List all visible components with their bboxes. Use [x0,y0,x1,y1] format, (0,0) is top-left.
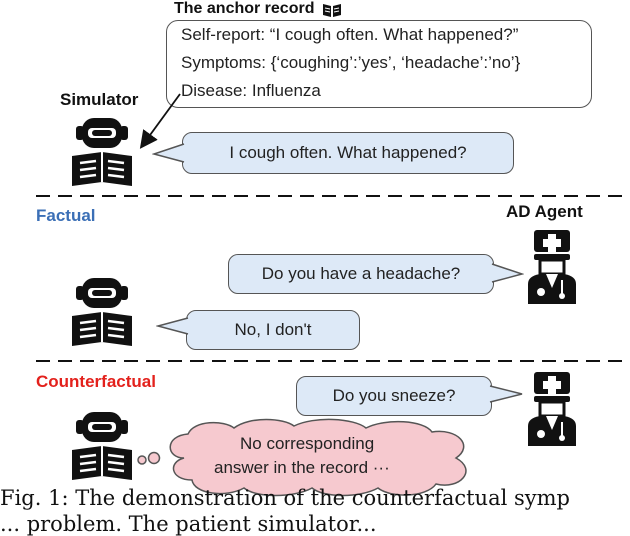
record-symptoms: Symptoms: {‘coughing’:’yes’, ‘headache’:… [181,53,521,72]
thought-cloud [137,418,467,497]
simulator-label: Simulator [60,90,139,109]
anchor-record-box: Self-report: “I cough often. What happen… [166,20,592,108]
figure-caption-line-1: Fig. 1: The demonstration of the counter… [0,486,570,510]
agent-label: AD Agent [506,202,583,221]
thought-line-1: No corresponding [240,434,375,453]
simulator-factual-bubble: No, I don't [186,310,360,350]
agent-counter-bubble: Do you sneeze? [296,376,492,416]
factual-label: Factual [36,206,96,225]
doctor-agent-icon-counter [528,372,576,446]
simulator-robot-icon-factual [72,278,132,346]
simulator-intro-bubble-tail [152,143,185,163]
doctor-agent-icon [528,230,576,304]
counterfactual-label: Counterfactual [36,372,156,391]
record-disease: Disease: Influenza [181,81,321,100]
simulator-intro-bubble: I cough often. What happened? [182,132,514,174]
record-title: The anchor record [174,0,315,17]
thought-line-2: answer in the record ··· [214,458,390,477]
agent-factual-bubble-tail [491,263,524,283]
simulator-robot-icon-counter [72,412,132,480]
agent-counter-bubble-tail [489,385,523,403]
book-icon [323,4,341,17]
figure-caption-line-2: ... problem. The patient simulator... [0,512,377,536]
simulator-factual-bubble-tail [156,317,189,335]
record-arrow [139,93,181,149]
simulator-robot-icon [72,118,132,186]
agent-factual-bubble: Do you have a headache? [228,254,494,294]
record-self-report: Self-report: “I cough often. What happen… [181,25,519,44]
